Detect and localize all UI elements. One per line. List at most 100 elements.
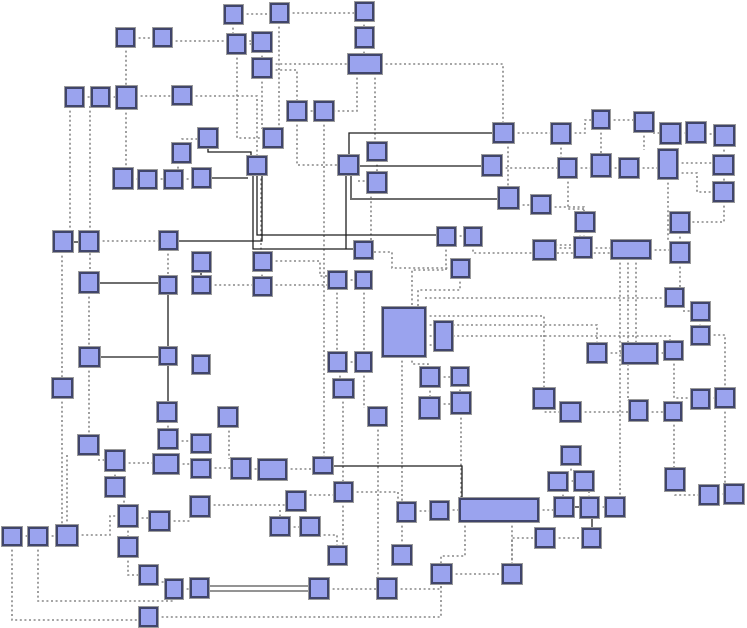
graph-node[interactable] xyxy=(367,406,388,427)
node-box-5[interactable] xyxy=(153,28,172,47)
node-box-106[interactable] xyxy=(699,485,719,505)
node-box-105[interactable] xyxy=(665,468,685,491)
node-box-93[interactable] xyxy=(158,429,178,449)
graph-node[interactable] xyxy=(55,524,79,547)
node-box-113[interactable] xyxy=(459,498,539,522)
node-box-84[interactable] xyxy=(691,389,710,409)
graph-node[interactable] xyxy=(590,153,612,178)
graph-node[interactable] xyxy=(157,428,179,450)
graph-node[interactable] xyxy=(269,2,290,24)
graph-node[interactable] xyxy=(138,606,159,628)
graph-node[interactable] xyxy=(158,230,179,251)
graph-node[interactable] xyxy=(669,241,691,264)
node-box-26[interactable] xyxy=(367,142,387,161)
graph-node[interactable] xyxy=(557,157,578,179)
graph-node[interactable] xyxy=(251,57,273,79)
node-box-28[interactable] xyxy=(493,123,514,143)
node-box-78[interactable] xyxy=(691,326,710,345)
graph-node[interactable] xyxy=(579,496,600,519)
graph-node[interactable] xyxy=(532,387,556,410)
node-box-85[interactable] xyxy=(715,388,735,408)
node-box-115[interactable] xyxy=(580,497,599,518)
graph-node[interactable] xyxy=(429,500,450,521)
node-box-129[interactable] xyxy=(139,565,158,585)
node-box-120[interactable] xyxy=(300,517,320,536)
graph-node[interactable] xyxy=(223,4,244,25)
graph-node[interactable] xyxy=(663,340,684,361)
node-box-60[interactable] xyxy=(253,277,272,296)
node-box-125[interactable] xyxy=(582,528,601,548)
graph-node[interactable] xyxy=(559,401,582,423)
graph-node[interactable] xyxy=(436,226,457,247)
node-box-45[interactable] xyxy=(159,231,178,250)
node-box-61[interactable] xyxy=(328,271,347,289)
node-box-66[interactable] xyxy=(382,307,426,357)
graph-node[interactable] xyxy=(347,53,383,75)
graph-node[interactable] xyxy=(191,275,212,295)
node-box-46[interactable] xyxy=(575,212,595,232)
graph-node[interactable] xyxy=(51,377,74,399)
node-box-77[interactable] xyxy=(664,341,683,360)
node-box-64[interactable] xyxy=(665,288,684,307)
graph-node[interactable] xyxy=(332,378,355,399)
graph-node[interactable] xyxy=(115,85,138,110)
graph-node[interactable] xyxy=(663,401,683,422)
node-box-126[interactable] xyxy=(118,537,138,557)
node-box-82[interactable] xyxy=(451,392,471,414)
node-box-3[interactable] xyxy=(355,2,374,21)
node-box-20[interactable] xyxy=(113,168,133,189)
graph-node[interactable] xyxy=(690,301,711,322)
graph-node[interactable] xyxy=(618,157,640,179)
node-box-86[interactable] xyxy=(157,402,177,422)
graph-node[interactable] xyxy=(657,148,679,180)
node-box-76[interactable] xyxy=(622,343,658,364)
node-box-92[interactable] xyxy=(78,435,99,455)
node-box-118[interactable] xyxy=(149,511,170,531)
node-box-41[interactable] xyxy=(498,187,519,209)
graph-node[interactable] xyxy=(532,239,557,261)
graph-node[interactable] xyxy=(591,109,611,130)
node-box-89[interactable] xyxy=(560,402,581,422)
node-box-95[interactable] xyxy=(561,446,581,465)
node-box-55[interactable] xyxy=(79,272,99,293)
graph-node[interactable] xyxy=(714,387,736,409)
graph-node[interactable] xyxy=(189,495,211,518)
graph-node[interactable] xyxy=(230,457,252,480)
node-box-38[interactable] xyxy=(658,149,678,179)
graph-node[interactable] xyxy=(327,351,348,373)
node-box-101[interactable] xyxy=(313,457,333,474)
graph-node[interactable] xyxy=(669,211,691,234)
node-box-44[interactable] xyxy=(79,231,99,252)
graph-node[interactable] xyxy=(104,476,126,498)
graph-node[interactable] xyxy=(217,406,239,428)
graph-node[interactable] xyxy=(152,27,173,48)
node-box-37[interactable] xyxy=(619,158,639,178)
node-box-116[interactable] xyxy=(605,497,625,517)
graph-node[interactable] xyxy=(333,481,354,503)
node-box-123[interactable] xyxy=(56,525,78,546)
node-box-70[interactable] xyxy=(192,355,210,374)
graph-node[interactable] xyxy=(313,100,335,122)
graph-node[interactable] xyxy=(64,86,85,108)
graph-node[interactable] xyxy=(252,276,273,297)
graph-node[interactable] xyxy=(191,251,212,273)
graph-node[interactable] xyxy=(262,127,284,149)
node-box-58[interactable] xyxy=(192,276,211,294)
node-box-121[interactable] xyxy=(2,527,22,546)
node-box-137[interactable] xyxy=(482,155,502,176)
node-box-67[interactable] xyxy=(434,321,453,351)
graph-node[interactable] xyxy=(573,236,593,259)
graph-node[interactable] xyxy=(78,230,100,253)
node-box-11[interactable] xyxy=(65,87,84,107)
node-box-87[interactable] xyxy=(218,407,238,427)
node-box-133[interactable] xyxy=(190,578,209,598)
graph-node[interactable] xyxy=(553,496,575,518)
graph-node[interactable] xyxy=(463,226,483,247)
graph-node[interactable] xyxy=(633,111,655,133)
node-box-68[interactable] xyxy=(79,347,100,367)
graph-node[interactable] xyxy=(458,497,540,523)
node-box-54[interactable] xyxy=(670,242,690,263)
graph-node[interactable] xyxy=(251,31,273,53)
node-box-32[interactable] xyxy=(660,123,681,144)
graph-node[interactable] xyxy=(117,504,139,528)
